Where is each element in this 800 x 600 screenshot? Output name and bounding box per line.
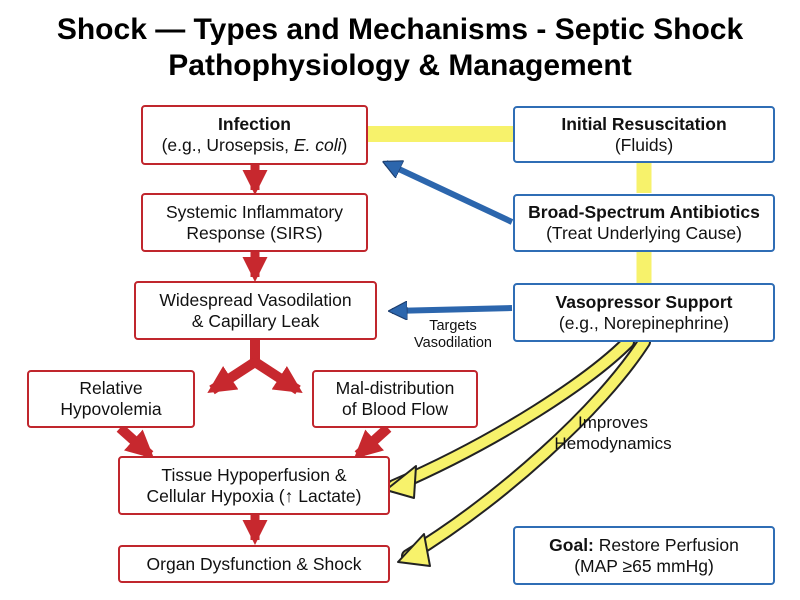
resuscitation-box: Initial Resuscitation (Fluids): [513, 106, 775, 163]
red-arrow-to-hypovolemia: [207, 357, 258, 395]
maldistribution-line-2: of Blood Flow: [341, 399, 449, 419]
yellow-arrowhead-organ-dysfunction: [397, 533, 431, 567]
title-line-1: Shock — Types and Mechanisms - Septic Sh…: [56, 13, 744, 46]
yellow-arrowhead-hypoperfusion: [385, 465, 417, 499]
maldistribution-box: Mal-distribution of Blood Flow: [312, 370, 478, 428]
sirs-line-2: Response (SIRS): [186, 222, 323, 243]
red-arrow-maldistribution-hypoperfusion: [353, 424, 392, 459]
vasodilation-line-1: Widespread Vasodilation: [159, 289, 352, 310]
blue-arrow-vasopressor-to-vasodilation: [392, 308, 513, 311]
goal-line-1: Goal: Restore Perfusion: [549, 535, 739, 556]
organ-dysfunction-box: Organ Dysfunction & Shock: [118, 545, 390, 583]
vasopressor-detail: (e.g., Norepinephrine): [558, 312, 730, 333]
targets-line-1: Targets: [429, 318, 477, 334]
diagram-title: Shock — Types and Mechanisms - Septic Sh…: [0, 12, 800, 84]
vasopressor-title: Vasopressor Support: [555, 291, 733, 312]
improves-line-2: Hemodynamics: [554, 434, 672, 453]
sirs-box: Systemic Inflammatory Response (SIRS): [141, 193, 368, 252]
infection-detail-prefix: (e.g., Urosepsis,: [161, 135, 294, 155]
goal-box: Goal: Restore Perfusion (MAP ≥65 mmHg): [513, 526, 775, 585]
goal-label: Goal:: [549, 534, 594, 555]
red-arrow-to-maldistribution: [252, 357, 303, 395]
hypovolemia-box: Relative Hypovolemia: [27, 370, 195, 428]
vasodilation-box: Widespread Vasodilation & Capillary Leak: [134, 281, 377, 340]
vasopressor-box: Vasopressor Support (e.g., Norepinephrin…: [513, 283, 775, 342]
antibiotics-title: Broad-Spectrum Antibiotics: [528, 202, 760, 222]
infection-organism: E. coli: [293, 135, 342, 155]
targets-line-2: Vasodilation: [414, 335, 492, 351]
blue-arrow-antibiotics-to-infection: [386, 163, 514, 225]
improves-line-1: Improves: [578, 413, 648, 432]
organ-dysfunction-text: Organ Dysfunction & Shock: [146, 553, 362, 574]
resuscitation-title: Initial Resuscitation: [561, 113, 727, 134]
maldistribution-line-1: Mal-distribution: [335, 378, 455, 398]
improves-hemodynamics-arrows: [385, 335, 651, 567]
hypoperfusion-box: Tissue Hypoperfusion & Cellular Hypoxia …: [118, 456, 390, 515]
title-line-2: Pathophysiology & Management: [168, 49, 632, 82]
infection-detail-suffix: ): [341, 135, 348, 155]
infection-title: Infection: [218, 114, 291, 134]
hypoperfusion-line-2: Cellular Hypoxia (↑ Lactate): [146, 485, 362, 506]
hypovolemia-line-1: Relative: [79, 378, 143, 398]
infection-detail: (e.g., Urosepsis, E. coli): [162, 135, 348, 156]
yellow-connectors: [368, 126, 652, 283]
hypovolemia-line-2: Hypovolemia: [60, 399, 162, 419]
treatment-arrows: [386, 163, 514, 311]
sirs-line-1: Systemic Inflammatory: [166, 201, 343, 222]
targets-vasodilation-label: Targets Vasodilation: [398, 318, 508, 352]
goal-detail: (MAP ≥65 mmHg): [574, 555, 714, 576]
improves-hemodynamics-label: Improves Hemodynamics: [548, 412, 678, 454]
red-arrow-hypovolemia-hypoperfusion: [116, 424, 155, 459]
antibiotics-detail: (Treat Underlying Cause): [546, 223, 742, 243]
pathway-arrows: [116, 165, 392, 546]
vasodilation-line-2: & Capillary Leak: [191, 310, 320, 331]
infection-box: Infection (e.g., Urosepsis, E. coli): [141, 105, 368, 165]
antibiotics-box: Broad-Spectrum Antibiotics (Treat Underl…: [513, 194, 775, 252]
goal-text: Restore Perfusion: [593, 534, 739, 555]
resuscitation-detail: (Fluids): [614, 134, 674, 155]
hypoperfusion-line-1: Tissue Hypoperfusion &: [161, 464, 347, 485]
